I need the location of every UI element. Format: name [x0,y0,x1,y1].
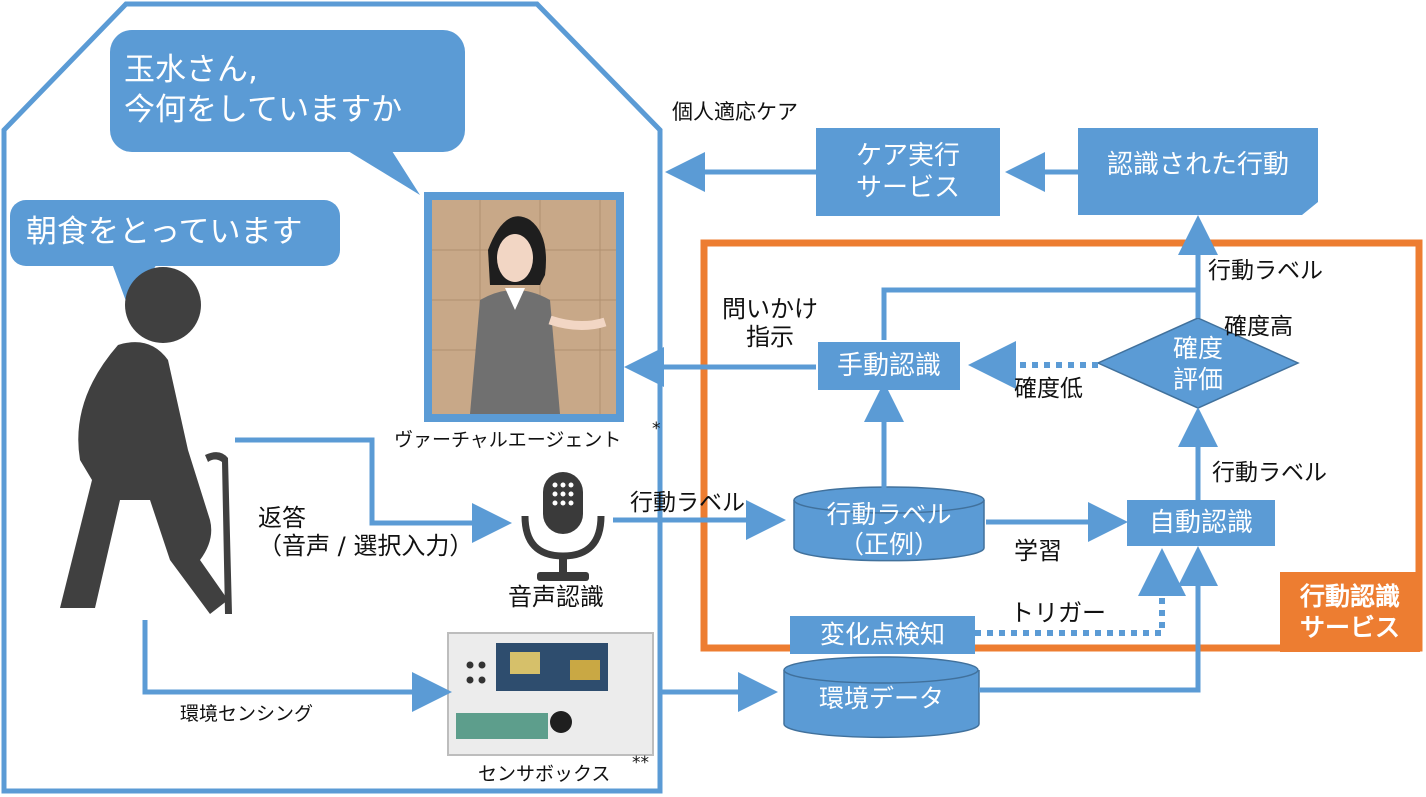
speech-recognition-label: 音声認識 [508,583,604,611]
action-label-database: 行動ラベル （正例） [826,500,952,559]
user-speech-bubble: 朝食をとっています [10,200,340,266]
learning-label: 学習 [1014,537,1062,565]
manual-recognition-box: 手動認識 [818,342,960,390]
sensor-box-label: センサボックス [478,763,611,785]
recognition-service-frame [700,239,1423,652]
trigger-label: トリガー [1010,599,1106,627]
action-label-top: 行動ラベル [1208,258,1323,284]
agent-bubble-tail [330,140,420,195]
elderly-person-icon [60,267,232,614]
action-label-right: 行動ラベル [1212,460,1327,486]
recognition-service-tag: 行動認識 サービス [1280,572,1420,652]
confidence-high-label: 確度高 [1224,314,1293,340]
home-outline [1,1,663,794]
question-instruction-label: 問いかけ 指示 [722,295,818,351]
arrow-reply [235,437,512,543]
auto-recognition-box: 自動認識 [1127,500,1275,546]
recognized-action-box: 認識された行動 [1106,149,1289,180]
env-sensing-label: 環境センシング [180,703,314,725]
agent-speech-bubble: 玉水さん, 今何をしていますか [110,30,465,152]
action-label-mic: 行動ラベル [630,490,745,516]
arrow-manual-to-recognized [881,287,1198,340]
sensor-box-mark: ** [632,753,649,773]
personal-care-label: 個人適応ケア [672,100,798,124]
recognized-action-doc-shape [1078,128,1318,215]
confidence-low-label: 確度低 [1014,376,1083,402]
env-data-database: 環境データ [818,684,944,713]
microphone-icon [521,472,605,581]
virtual-agent-mark: * [652,419,661,439]
change-point-box: 変化点検知 [790,616,975,654]
arrow-env-sensing [142,620,452,712]
care-execution-box: ケア実行 サービス [816,128,1000,216]
sensor-box-image [447,632,654,756]
dashed-arrow-trigger [975,548,1186,636]
reply-label: 返答 （音声 / 選択入力） [258,504,474,560]
arrow-env-to-auto [979,546,1218,693]
env-data-database-shape [783,656,980,739]
confidence-eval-label: 確度 評価 [1172,333,1223,394]
virtual-agent-label: ヴァーチャルエージェント [394,429,622,451]
virtual-agent-image [424,192,624,422]
action-label-database-shape [793,486,985,562]
